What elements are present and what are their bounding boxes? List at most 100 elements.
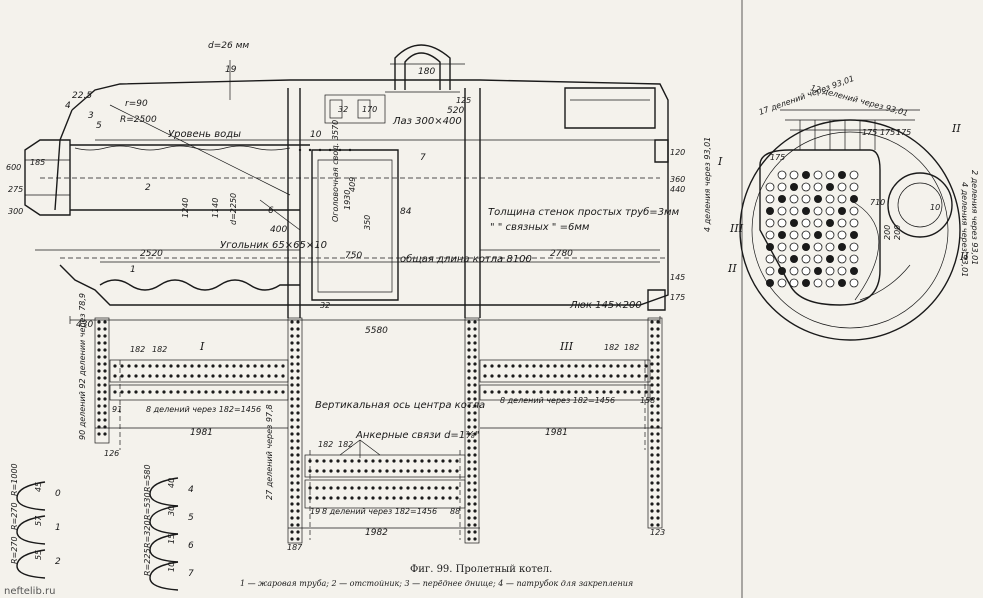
- tube: [849, 254, 859, 264]
- rivet: [588, 390, 592, 394]
- rivet: [532, 364, 536, 368]
- rivet: [467, 439, 471, 443]
- rivet: [329, 496, 333, 500]
- tube: [826, 219, 834, 227]
- tube: [838, 171, 846, 179]
- tube: [837, 218, 847, 228]
- tube: [789, 194, 799, 204]
- tube: [849, 170, 859, 180]
- rivet: [483, 364, 487, 368]
- rivet: [490, 364, 494, 368]
- rivet: [518, 374, 522, 378]
- rivet: [260, 374, 264, 378]
- profile-angle: 45: [34, 482, 43, 492]
- rivet: [232, 364, 236, 368]
- column-center-right: [464, 317, 480, 544]
- rivet: [103, 320, 107, 324]
- rivet: [650, 376, 654, 380]
- rivet: [296, 376, 300, 380]
- rivet: [357, 459, 361, 463]
- rivet: [483, 390, 487, 394]
- part-2: 2: [145, 183, 151, 193]
- rivet: [190, 374, 194, 378]
- rivet: [97, 334, 101, 338]
- tube: [826, 183, 834, 191]
- rivet: [290, 495, 294, 499]
- rivet: [574, 364, 578, 368]
- rivet: [290, 404, 294, 408]
- rivet: [467, 355, 471, 359]
- rivet: [364, 469, 368, 473]
- rivet: [399, 459, 403, 463]
- rivet: [204, 390, 208, 394]
- rivet: [290, 355, 294, 359]
- rivet: [497, 374, 501, 378]
- rivet: [581, 364, 585, 368]
- tube: [778, 231, 786, 239]
- rivet: [546, 364, 550, 368]
- xs-right-text: 4 деления через 93,01: [960, 182, 969, 277]
- rivet: [385, 486, 389, 490]
- rivet: [127, 374, 131, 378]
- rivet: [103, 327, 107, 331]
- rivet: [155, 374, 159, 378]
- bank-I-pitch1: 182: [130, 345, 145, 354]
- rivet: [296, 362, 300, 366]
- rivet: [296, 467, 300, 471]
- rivet: [296, 481, 300, 485]
- rivet: [97, 320, 101, 324]
- profile-radius: R=530: [143, 492, 152, 520]
- rivet: [448, 496, 452, 500]
- part-6: 6: [268, 206, 274, 216]
- rivet: [357, 469, 361, 473]
- dim-126: 126: [104, 449, 119, 458]
- dim-123: 123: [650, 528, 665, 537]
- rivet: [113, 364, 117, 368]
- tube: [837, 254, 847, 264]
- rivet: [473, 341, 477, 345]
- rivet: [504, 364, 508, 368]
- rivet: [232, 374, 236, 378]
- rivet: [518, 364, 522, 368]
- rivet: [329, 469, 333, 473]
- tube: [813, 242, 823, 252]
- rivet: [473, 509, 477, 513]
- rivet: [467, 334, 471, 338]
- rivet: [525, 390, 529, 394]
- rivet: [539, 364, 543, 368]
- rivet: [630, 374, 634, 378]
- rivet: [455, 459, 459, 463]
- tube: [789, 278, 799, 288]
- rivet: [290, 488, 294, 492]
- rivet: [197, 364, 201, 368]
- rivet: [574, 390, 578, 394]
- rivet: [656, 516, 660, 520]
- rivet: [183, 374, 187, 378]
- rivet: [103, 355, 107, 359]
- rivet: [420, 469, 424, 473]
- rivet: [467, 474, 471, 478]
- rivet: [650, 369, 654, 373]
- rivet: [656, 432, 660, 436]
- rivet: [650, 432, 654, 436]
- rivet: [637, 364, 641, 368]
- rivet: [467, 523, 471, 527]
- rivet: [473, 418, 477, 422]
- rivet: [120, 390, 124, 394]
- dim-19-mid: 19: [310, 507, 320, 516]
- dome-circle: [887, 172, 953, 238]
- rivet: [392, 469, 396, 473]
- bank-III-division: 8 делений через 182=1456: [500, 396, 615, 405]
- rivet: [290, 341, 294, 345]
- rivet: [609, 374, 613, 378]
- rivet: [467, 453, 471, 457]
- xs-dim-710: 710: [870, 198, 885, 207]
- rivet: [473, 460, 477, 464]
- tube: [778, 267, 786, 275]
- rivet: [473, 348, 477, 352]
- xs-dim-175-d: 175: [770, 153, 785, 162]
- rivet: [441, 469, 445, 473]
- rivet: [290, 411, 294, 415]
